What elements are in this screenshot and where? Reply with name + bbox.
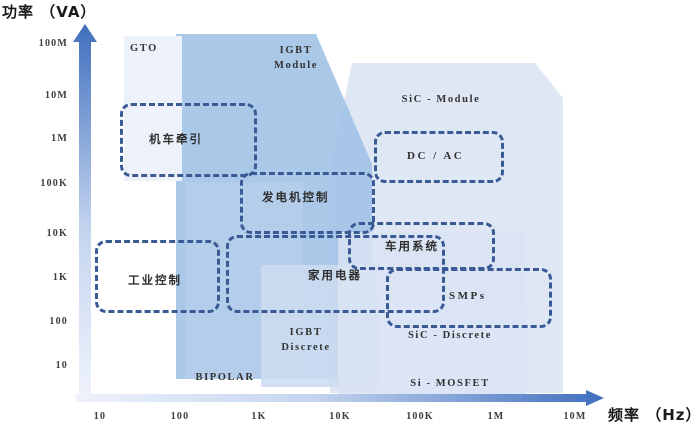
app-label-home-appliance: 家用电器: [308, 268, 362, 282]
x-tick-1M: 1M: [487, 411, 505, 422]
x-axis-arrow: [76, 390, 604, 406]
app-box-generator-control[interactable]: [240, 172, 375, 234]
x-tick-10K: 10K: [329, 411, 351, 422]
app-box-locomotive-traction[interactable]: [120, 103, 257, 177]
app-box-industrial-control[interactable]: [95, 240, 220, 313]
app-box-smps[interactable]: [386, 268, 552, 328]
x-axis-title: 频率 （Hz）: [608, 406, 692, 424]
x-tick-100K: 100K: [406, 411, 434, 422]
app-label-automotive-system: 车用系统: [385, 239, 439, 253]
x-tick-10: 10: [93, 411, 107, 422]
region-label-si-mosfet: Si - MOSFET: [410, 378, 490, 389]
region-label-igbt-discrete: IGBT Discrete: [281, 327, 331, 353]
y-tick-100M: 100M: [38, 38, 68, 49]
y-tick-100K: 100K: [40, 178, 68, 189]
y-tick-10K: 10K: [46, 228, 68, 239]
y-tick-10M: 10M: [44, 90, 68, 101]
y-tick-1K: 1K: [52, 272, 68, 283]
region-label-bipolar: BIPOLAR: [195, 372, 255, 383]
x-tick-10M: 10M: [563, 411, 587, 422]
region-label-gto: GTO: [130, 43, 158, 54]
y-axis-arrow: [73, 24, 97, 396]
region-label-sic-discrete: SiC - Discrete: [407, 330, 493, 341]
app-label-dc-ac: DC / AC: [407, 150, 465, 162]
x-tick-1K: 1K: [251, 411, 267, 422]
x-tick-100: 100: [170, 411, 190, 422]
region-label-sic-module: SiC - Module: [401, 94, 481, 105]
app-label-industrial-control: 工业控制: [128, 273, 182, 287]
app-label-smps: SMPs: [449, 290, 487, 302]
region-si-mosfet: [380, 300, 526, 394]
y-tick-1M: 1M: [51, 133, 68, 144]
region-label-igbt-module: IGBT Module: [273, 45, 319, 71]
y-tick-100: 100: [49, 316, 68, 327]
app-label-locomotive-traction: 机车牵引: [149, 132, 203, 146]
y-tick-10: 10: [55, 360, 68, 371]
region-gto: [124, 36, 182, 181]
app-box-home-appliance[interactable]: [226, 235, 445, 313]
app-box-dc-ac[interactable]: [374, 131, 504, 183]
app-label-generator-control: 发电机控制: [262, 190, 330, 204]
y-axis-title: 功率 （VA）: [2, 3, 97, 21]
